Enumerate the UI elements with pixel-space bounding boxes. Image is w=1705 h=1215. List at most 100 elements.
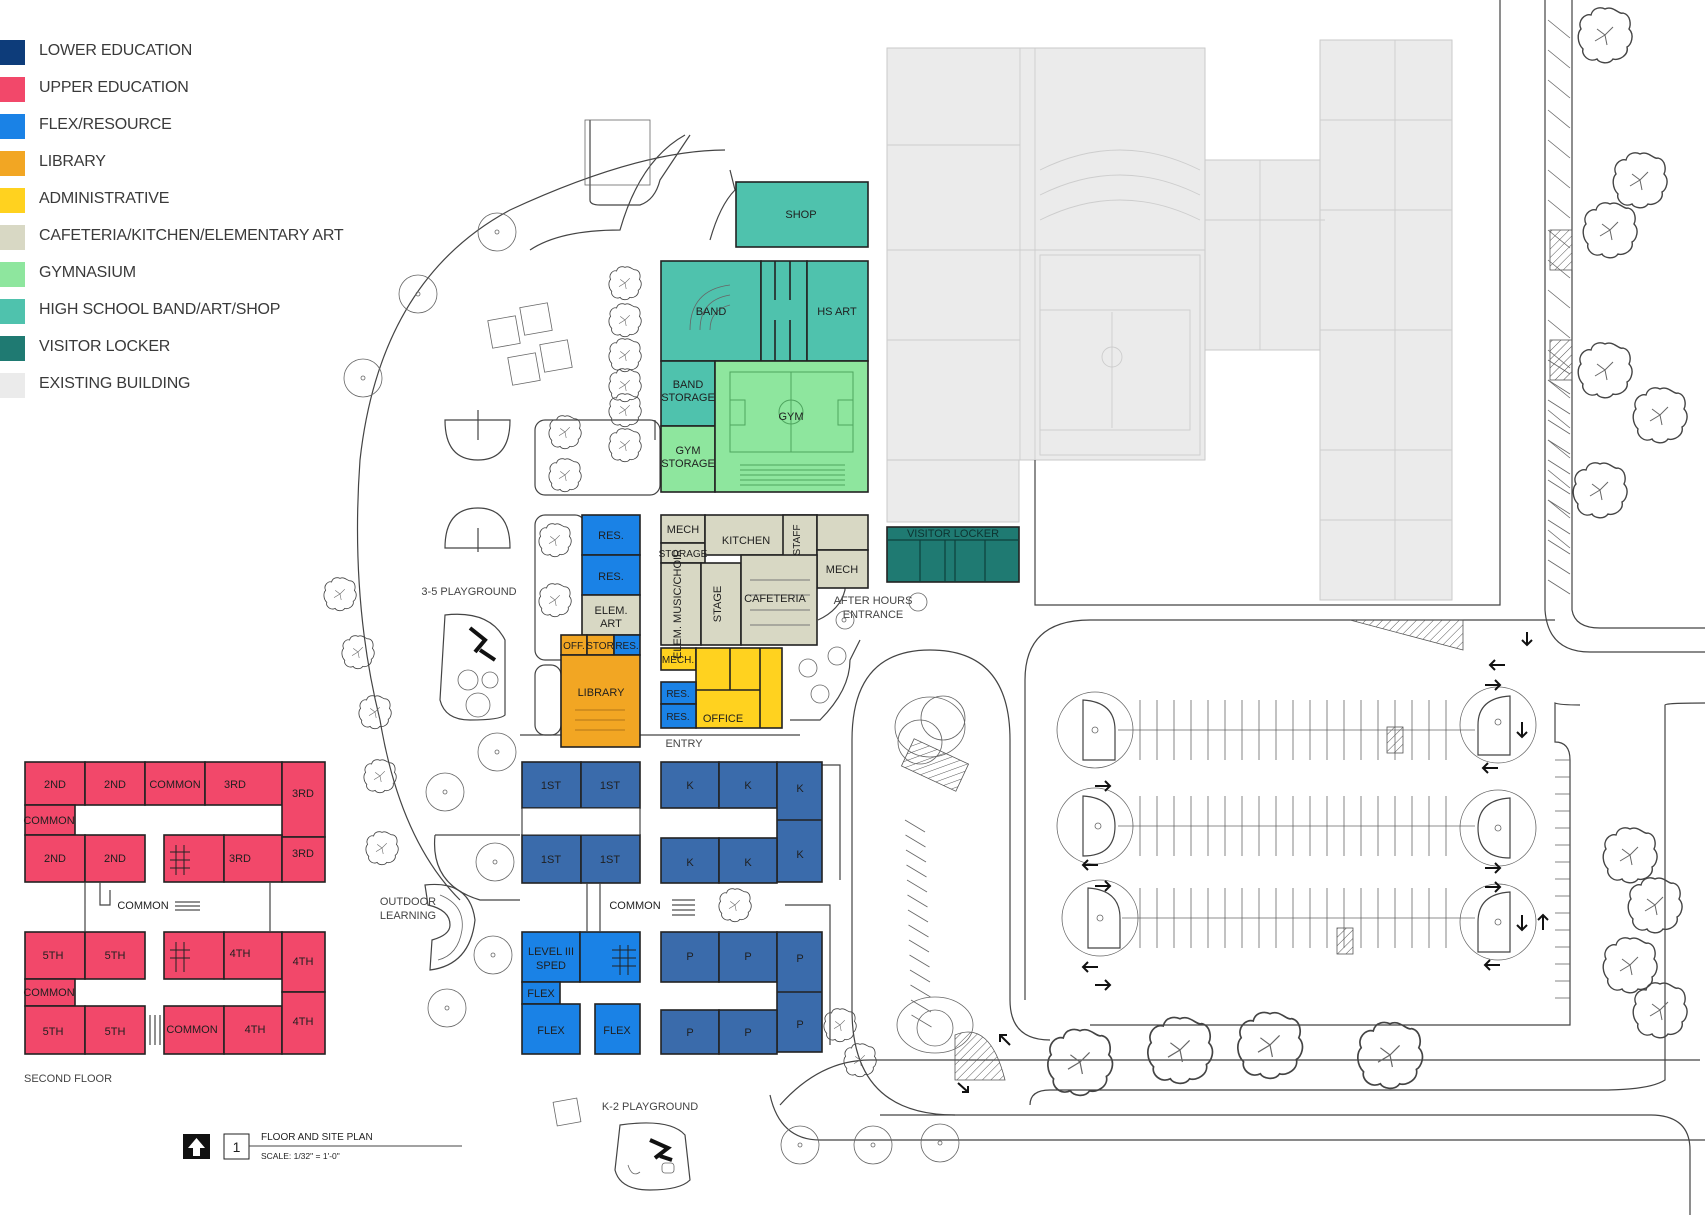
- legend-label: UPPER EDUCATION: [39, 79, 189, 96]
- parking-stall: [1547, 19, 1571, 39]
- playground-k2-structure: [614, 1122, 691, 1191]
- parking-islands: [1056, 686, 1537, 961]
- legend-label: FLEX/RESOURCE: [39, 116, 172, 133]
- tree-icon: [1627, 877, 1683, 934]
- label-off: OFF.: [563, 641, 585, 652]
- label-visitor-locker: VISITOR LOCKER: [907, 528, 999, 540]
- parking-stall: [1547, 49, 1571, 69]
- room-flex: [521, 1003, 581, 1055]
- label-after-hours-2: ENTRANCE: [843, 609, 904, 621]
- label-k: K: [744, 780, 752, 792]
- label-elem-art-1: ELEM.: [594, 605, 627, 617]
- room-k: [660, 761, 720, 809]
- parking-stall: [908, 939, 930, 953]
- label-flex: FLEX: [603, 1025, 631, 1037]
- room-1st: [580, 761, 641, 809]
- parking-stall: [907, 909, 929, 923]
- existing-building: [886, 39, 1453, 601]
- room-p: [660, 1009, 720, 1055]
- label-res: RES.: [598, 530, 624, 542]
- label-staff: STAFF: [792, 525, 803, 556]
- parking-stall: [910, 984, 931, 998]
- room-stage: [700, 562, 742, 646]
- legend-swatch: [0, 225, 25, 250]
- label-band-storage-1: BAND: [673, 379, 704, 391]
- tree-icon: [718, 888, 752, 923]
- tree-icon: [538, 583, 572, 618]
- playground-35-structure: [439, 613, 506, 721]
- label-gym-storage-2: STORAGE: [661, 458, 715, 470]
- parking-stall: [1547, 109, 1571, 129]
- room-res: [581, 554, 641, 596]
- legend-label: VISITOR LOCKER: [39, 338, 171, 355]
- parking-stall: [909, 969, 931, 983]
- label-p: P: [686, 951, 693, 963]
- drawing-number: 1: [233, 1139, 241, 1155]
- sf-label-5th: 5TH: [105, 1026, 126, 1038]
- parking-stall: [1547, 499, 1571, 515]
- label-p: P: [744, 1027, 751, 1039]
- room-k: [776, 761, 823, 883]
- legend-swatch: [0, 262, 25, 287]
- new-building: [521, 181, 1020, 1055]
- label-k: K: [686, 780, 694, 792]
- room-elem-music: [660, 562, 702, 646]
- traffic-arrow-icon: [957, 632, 1549, 1093]
- legend-swatch: [0, 336, 25, 361]
- label-outdoor-2: LEARNING: [380, 910, 436, 922]
- label-gym-storage-1: GYM: [675, 445, 700, 457]
- tree-icon: [548, 458, 582, 493]
- tree-icon: [608, 338, 642, 373]
- label-library: LIBRARY: [578, 687, 626, 699]
- label-office: OFFICE: [703, 713, 743, 725]
- tree-icon: [365, 831, 399, 866]
- label-cafeteria: CAFETERIA: [744, 593, 806, 605]
- legend-label: GYMNASIUM: [39, 264, 136, 281]
- parking-stall: [906, 879, 928, 893]
- parking-stall: [1547, 399, 1571, 415]
- parking-stall: [1547, 519, 1571, 535]
- sf-label-3rd: 3RD: [292, 788, 314, 800]
- sf-label-3rd: 3RD: [229, 853, 251, 865]
- sf-label-4th: 4TH: [293, 956, 314, 968]
- tree-icon: [608, 266, 642, 301]
- tree-icon: [1582, 202, 1638, 259]
- label-1st: 1ST: [600, 854, 620, 866]
- legend-swatch: [0, 151, 25, 176]
- legend-label: ADMINISTRATIVE: [39, 190, 170, 207]
- label-res: RES.: [598, 571, 624, 583]
- label-level-iii-1: LEVEL III: [528, 946, 574, 958]
- label-entry: ENTRY: [665, 738, 703, 750]
- room-office: [695, 647, 783, 729]
- tree-icon: [1237, 1011, 1304, 1080]
- tree-icon: [1632, 387, 1688, 444]
- legend-label: EXISTING BUILDING: [39, 375, 191, 392]
- legend-swatch: [0, 188, 25, 213]
- parking-stall: [1547, 479, 1571, 495]
- label-outdoor-1: OUTDOOR: [380, 896, 436, 908]
- parking-stall: [905, 849, 927, 863]
- tree-icon: [823, 1008, 857, 1043]
- room-1st: [521, 834, 582, 884]
- tree-icon: [1577, 7, 1633, 64]
- room-1st: [521, 761, 582, 809]
- parking-stall: [1547, 439, 1571, 459]
- tree-icon: [538, 523, 572, 558]
- tree-icon: [1612, 152, 1668, 209]
- label-elem-art-2: ART: [600, 618, 622, 630]
- room-res: [581, 514, 641, 556]
- room-res: [660, 703, 697, 729]
- label-playground-k2: K-2 PLAYGROUND: [602, 1101, 698, 1113]
- legend-swatch: [0, 299, 25, 324]
- parking-stall: [1547, 539, 1571, 555]
- sf-label-common: COMMON: [117, 900, 168, 912]
- parking-stall: [1547, 499, 1571, 519]
- room-p: [660, 931, 720, 983]
- sf-label-2nd: 2ND: [104, 779, 126, 791]
- parking-stall: [1547, 289, 1571, 309]
- label-p: P: [796, 1019, 803, 1031]
- label-band-storage-2: STORAGE: [661, 392, 715, 404]
- parking-stall: [1547, 419, 1571, 435]
- room-labels: SHOP BAND HS ART BAND STORAGE GYM GYM ST…: [527, 209, 999, 1039]
